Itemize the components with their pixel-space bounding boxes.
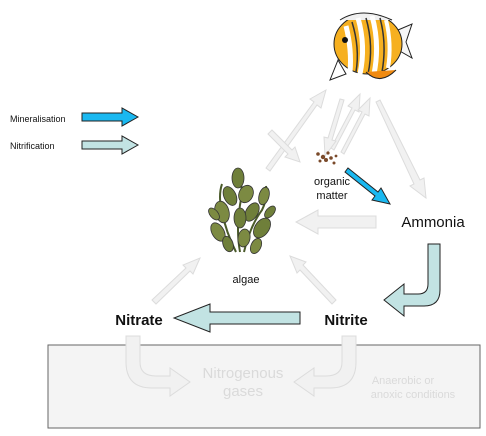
arrow-algae-to-fish bbox=[265, 88, 327, 172]
arrow-fish-to-organic bbox=[323, 98, 345, 158]
arrow-nitrite-to-nitrate bbox=[172, 303, 301, 333]
organic-matter-label-2: matter bbox=[316, 190, 348, 202]
arrow-algae-to-organic bbox=[267, 129, 301, 163]
nitrogenous-gases-label-1: Nitrogenous bbox=[203, 365, 284, 382]
legend-mineralisation-label: Mineralisation bbox=[10, 114, 66, 124]
butterflyfish-icon bbox=[329, 12, 413, 81]
legend-mineralisation-arrow bbox=[81, 107, 140, 127]
organic-matter-label-1: organic bbox=[314, 176, 351, 188]
anaerobic-label-2: anoxic conditions bbox=[371, 389, 456, 401]
arrow-organic-to-ammonia bbox=[344, 167, 391, 205]
nitrite-label: Nitrite bbox=[324, 312, 367, 329]
seaweed-icon bbox=[208, 167, 276, 254]
arrow-nitrate-to-algae bbox=[151, 257, 201, 305]
anaerobic-label-1: Anaerobic or bbox=[372, 375, 435, 387]
arrow-fish-to-ammonia bbox=[375, 99, 427, 200]
arrow-ammonia-to-algae bbox=[294, 209, 377, 235]
nitrogenous-gases-label-2: gases bbox=[223, 383, 263, 400]
particles-icon bbox=[316, 151, 338, 165]
ammonia-label: Ammonia bbox=[401, 214, 465, 231]
arrow-organic-to-fish-2 bbox=[340, 96, 371, 155]
legend-nitrification-arrow bbox=[81, 135, 140, 155]
arrow-ammonia-to-nitrite bbox=[383, 243, 441, 318]
sediment-layer bbox=[47, 344, 481, 429]
algae-label: algae bbox=[233, 274, 260, 286]
arrow-organic-to-fish bbox=[330, 92, 361, 151]
arrow-nitrite-to-gases bbox=[293, 335, 357, 397]
faded-arrows bbox=[125, 88, 427, 397]
nitrate-label: Nitrate bbox=[115, 312, 163, 329]
legend-nitrification-label: Nitrification bbox=[10, 141, 55, 151]
arrow-nitrate-to-gases bbox=[125, 335, 191, 397]
arrow-nitrite-to-algae bbox=[289, 255, 337, 305]
